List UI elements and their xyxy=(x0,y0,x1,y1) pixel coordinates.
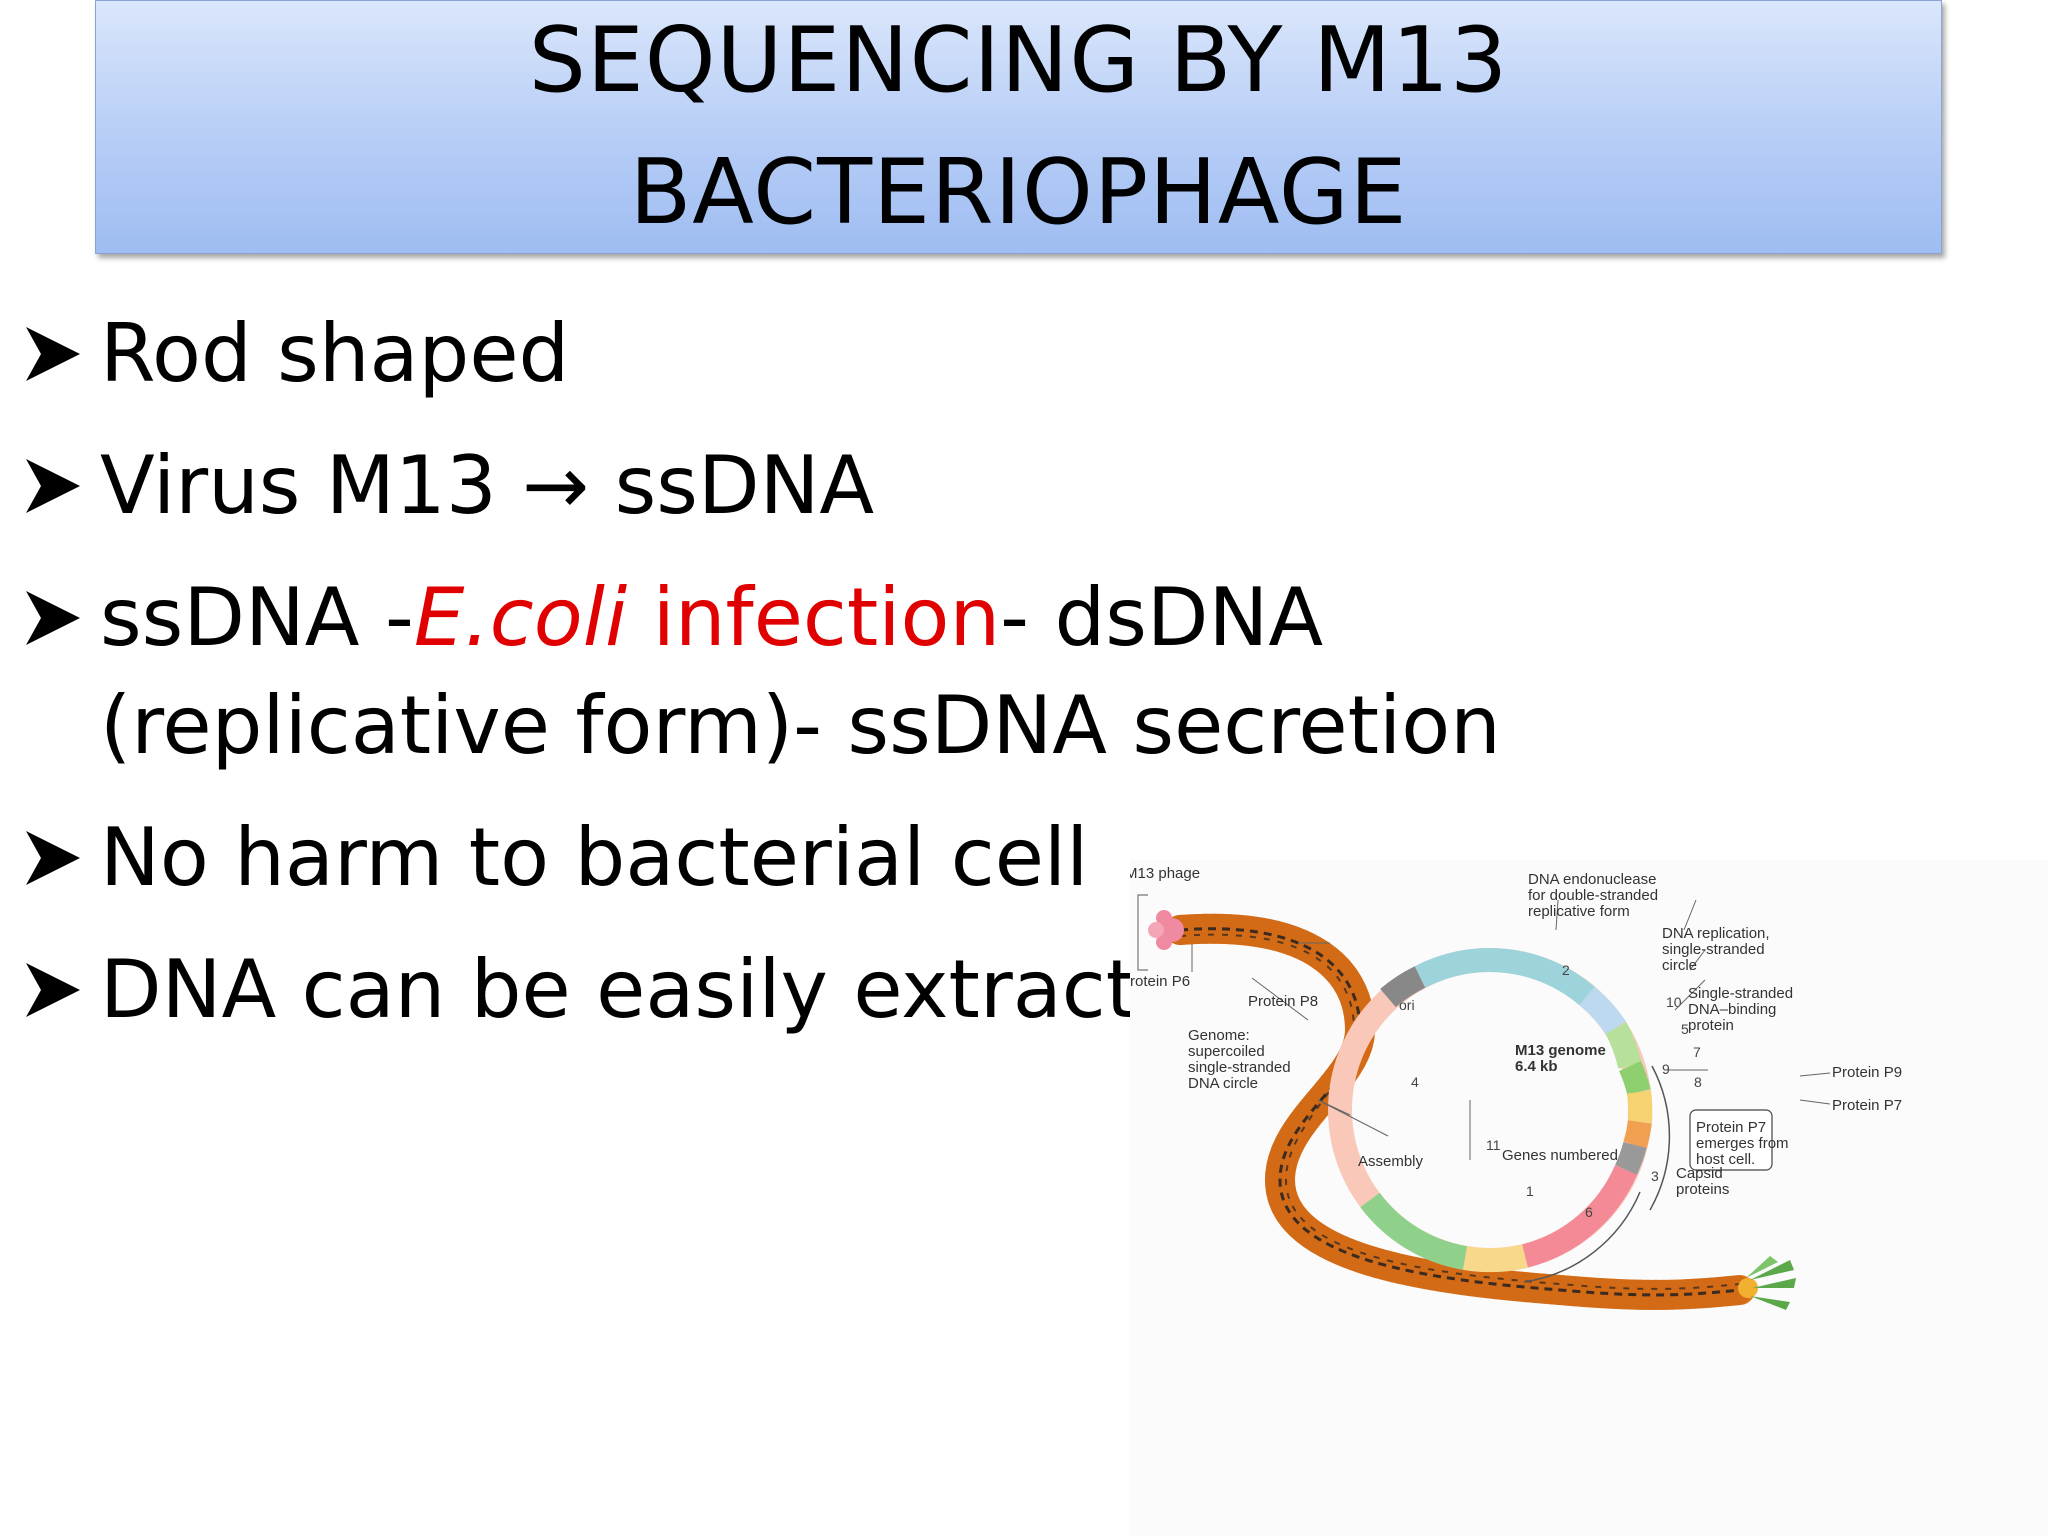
m13-genome-circle xyxy=(1328,947,1671,1283)
bullet-list: Rod shaped Virus M13 → ssDNA ssDNA -E.co… xyxy=(22,300,1722,1068)
dna-helix xyxy=(1179,927,1741,1297)
gene-number-label: 8 xyxy=(1694,1074,1702,1090)
bullet-arrow-icon xyxy=(22,936,100,1044)
bullet-text-post: - dsDNA (replicative form)- ssDNA secret… xyxy=(100,571,1501,772)
label-endo-3: replicative form xyxy=(1528,903,1630,920)
label-capsid-2: proteins xyxy=(1676,1181,1729,1198)
bullet-text: ssDNA -E.coli infection- dsDNA (replicat… xyxy=(100,564,1722,780)
protein-p6-tip xyxy=(1148,910,1184,950)
label-ssb-2: DNA–binding xyxy=(1688,1001,1776,1018)
ecoli-text: E.coli xyxy=(413,571,628,664)
gene-number-label: 11 xyxy=(1486,1137,1501,1153)
label-ssb-3: protein xyxy=(1688,1017,1734,1034)
bullet-item: ssDNA -E.coli infection- dsDNA (replicat… xyxy=(22,564,1722,780)
gene-number-label: 9 xyxy=(1662,1061,1670,1077)
gene-number-label: 7 xyxy=(1693,1044,1701,1060)
label-genome-4: DNA circle xyxy=(1188,1075,1258,1092)
label-capsid-1: Capsid xyxy=(1676,1165,1723,1182)
bullet-item: Virus M13 → ssDNA xyxy=(22,432,1722,540)
label-genome-2: supercoiled xyxy=(1188,1043,1265,1060)
slide-title-box: SEQUENCING BY M13 BACTERIOPHAGE xyxy=(95,0,1942,254)
label-assembly: Assembly xyxy=(1358,1153,1424,1170)
bullet-text-pre: Virus M13 xyxy=(100,439,523,532)
bullet-item: No harm to bacterial cell xyxy=(22,804,1722,912)
bullet-arrow-icon xyxy=(22,432,100,540)
label-p7box-3: host cell. xyxy=(1696,1151,1755,1168)
bullet-text: No harm to bacterial cell xyxy=(100,811,1089,904)
label-genome-3: single-stranded xyxy=(1188,1059,1291,1076)
label-protein-p9: Protein P9 xyxy=(1832,1064,1902,1081)
label-genome-name: M13 genome xyxy=(1515,1042,1606,1059)
label-ssb-1: Single-stranded xyxy=(1688,985,1793,1002)
label-protein-p8: Protein P8 xyxy=(1248,993,1318,1010)
label-genes-numbered: Genes numbered xyxy=(1502,1147,1618,1164)
label-endo-1: DNA endonuclease xyxy=(1528,871,1656,888)
slide-title-line-2: BACTERIOPHAGE xyxy=(629,140,1408,245)
protein-p9-tip xyxy=(1738,1256,1796,1310)
gene-number-label: 5 xyxy=(1681,1021,1689,1037)
bullet-text: DNA can be easily extracted xyxy=(100,943,1238,1036)
protein-p7-box xyxy=(1689,1109,1773,1171)
label-protein-p7: Protein P7 xyxy=(1832,1097,1902,1114)
bullet-text: Rod shaped xyxy=(100,307,570,400)
label-p7box-2: emerges from xyxy=(1696,1135,1789,1152)
infection-text: infection xyxy=(627,571,1001,664)
label-endo-2: for double-stranded xyxy=(1528,887,1658,904)
bullet-arrow-icon xyxy=(22,564,100,672)
bullet-text: Virus M13 → ssDNA xyxy=(100,432,1722,540)
label-ori: ori xyxy=(1399,997,1415,1013)
gene-number-label: 6 xyxy=(1585,1204,1593,1220)
gene-number-label: 1 xyxy=(1526,1183,1534,1199)
gene-number-label: 2 xyxy=(1562,962,1570,978)
gene-number-label: 10 xyxy=(1666,994,1682,1010)
gene-number-label: 4 xyxy=(1411,1074,1419,1090)
gene-number-label: 3 xyxy=(1651,1168,1659,1184)
bullet-arrow-icon xyxy=(22,300,100,408)
label-protein-p6: Protein P6 xyxy=(1130,973,1190,990)
label-genome-size: 6.4 kb xyxy=(1515,1058,1558,1075)
label-rep-1: DNA replication, xyxy=(1662,925,1770,942)
bullet-arrow-icon xyxy=(22,804,100,912)
label-genome-1: Genome: xyxy=(1188,1027,1250,1044)
bullet-item: Rod shaped xyxy=(22,300,1722,408)
label-rep-2: single-stranded xyxy=(1662,941,1765,958)
slide-title-line-1: SEQUENCING BY M13 xyxy=(528,8,1509,113)
bullet-text-post: ssDNA xyxy=(589,439,875,532)
bullet-text-pre: ssDNA - xyxy=(100,571,414,664)
right-arrow-icon: → xyxy=(522,439,590,532)
bullet-item: DNA can be easily extracted xyxy=(22,936,1722,1044)
label-m13-phage: M13 phage xyxy=(1130,865,1200,882)
label-p7box-1: Protein P7 xyxy=(1696,1119,1766,1136)
label-rep-3: circle xyxy=(1662,957,1697,974)
